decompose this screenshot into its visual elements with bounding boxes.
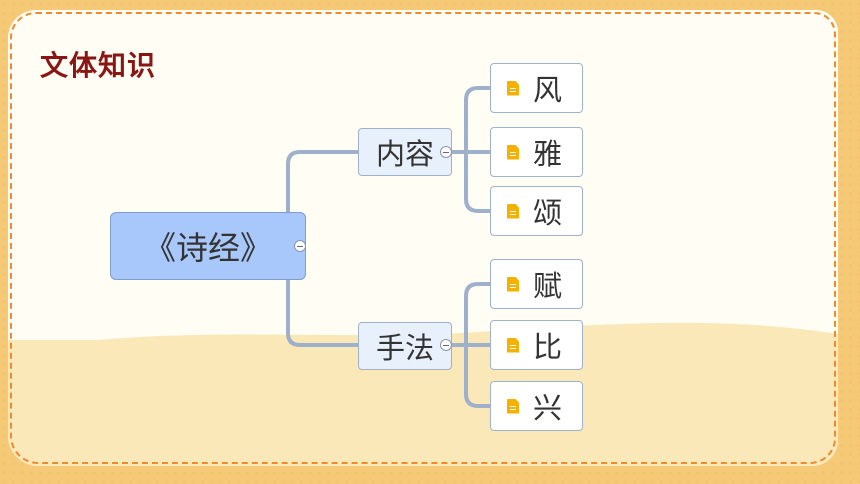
leaf-label: 赋 bbox=[533, 269, 563, 303]
document-icon bbox=[507, 276, 519, 292]
branch-node-content[interactable]: 内容 bbox=[358, 128, 452, 176]
document-icon bbox=[507, 203, 519, 219]
leaf-node-fu[interactable]: 赋 bbox=[490, 259, 583, 309]
branch-method-collapse-icon[interactable] bbox=[440, 339, 452, 351]
leaf-label: 兴 bbox=[533, 391, 563, 425]
leaf-node-song[interactable]: 颂 bbox=[490, 186, 583, 236]
slide-title: 文体知识 bbox=[40, 49, 157, 82]
leaf-label: 雅 bbox=[533, 137, 563, 171]
leaf-label: 颂 bbox=[533, 196, 563, 230]
content-card bbox=[8, 10, 838, 466]
root-collapse-icon[interactable] bbox=[294, 240, 306, 252]
branch-content-collapse-icon[interactable] bbox=[440, 146, 452, 158]
branch-label: 手法 bbox=[375, 331, 434, 365]
leaf-label: 比 bbox=[533, 330, 563, 364]
document-icon bbox=[507, 144, 519, 160]
dashed-border bbox=[10, 12, 836, 464]
leaf-node-bi[interactable]: 比 bbox=[490, 320, 583, 370]
leaf-node-feng[interactable]: 风 bbox=[490, 63, 583, 113]
leaf-node-ya[interactable]: 雅 bbox=[490, 127, 583, 177]
root-node[interactable]: 《诗经》 bbox=[110, 212, 306, 280]
document-icon bbox=[507, 337, 519, 353]
branch-label: 内容 bbox=[375, 137, 434, 171]
root-label: 《诗经》 bbox=[143, 229, 272, 267]
leaf-label: 风 bbox=[533, 73, 563, 107]
document-icon bbox=[507, 80, 519, 96]
document-icon bbox=[507, 398, 519, 414]
branch-node-method[interactable]: 手法 bbox=[358, 322, 452, 370]
leaf-node-xing[interactable]: 兴 bbox=[490, 381, 583, 431]
